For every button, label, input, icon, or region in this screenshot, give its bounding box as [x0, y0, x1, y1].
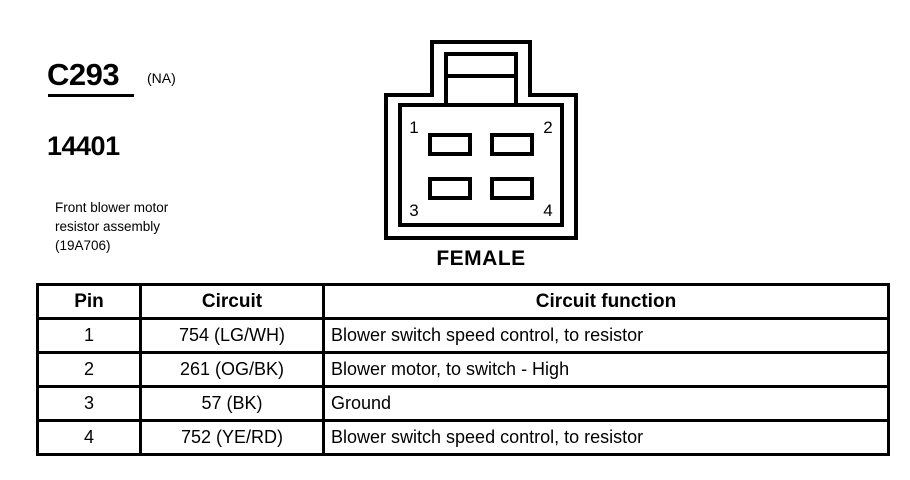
- table-header: Pin Circuit Circuit function: [36, 283, 890, 320]
- connector-availability-note: (NA): [147, 70, 176, 86]
- connector-id-row: C293 (NA): [47, 57, 347, 97]
- cell-circuit: 57 (BK): [139, 385, 325, 422]
- cell-pin: 1: [36, 317, 142, 354]
- cavity-2: [490, 133, 534, 156]
- connector-identification-block: C293 (NA) 14401 Front blower motor resis…: [47, 57, 347, 254]
- latch-lower-cell: [444, 74, 518, 107]
- connector-id: C293: [47, 57, 120, 92]
- part-number: 14401: [47, 131, 120, 161]
- table-row: 3 57 (BK) Ground: [36, 385, 890, 422]
- cell-pin: 3: [36, 385, 142, 422]
- table-row: 2 261 (OG/BK) Blower motor, to switch - …: [36, 351, 890, 388]
- header-pin: Pin: [36, 283, 142, 320]
- connector-id-underline: [48, 94, 134, 97]
- table-header-row: Pin Circuit Circuit function: [36, 283, 890, 320]
- cavity-label-3: 3: [409, 201, 418, 220]
- latch-upper-cell: [444, 52, 518, 78]
- component-description: Front blower motor resistor assembly (19…: [55, 198, 315, 255]
- cavity-4: [490, 177, 534, 200]
- cell-pin: 2: [36, 351, 142, 388]
- header-circuit: Circuit: [139, 283, 325, 320]
- cavity-label-2: 2: [543, 118, 552, 137]
- connector-body-box: [398, 103, 564, 227]
- cavity-label-4: 4: [543, 201, 552, 220]
- table-body: 1 754 (LG/WH) Blower switch speed contro…: [36, 317, 890, 456]
- connector-gender-label: FEMALE: [436, 247, 526, 270]
- cell-circuit: 752 (YE/RD): [139, 419, 325, 456]
- table-row: 4 752 (YE/RD) Blower switch speed contro…: [36, 419, 890, 456]
- description-line-1: Front blower motor: [55, 200, 169, 215]
- cell-circuit: 754 (LG/WH): [139, 317, 325, 354]
- cell-function: Blower switch speed control, to resistor: [322, 317, 890, 354]
- connector-face-diagram: 1 2 3 4: [384, 40, 578, 242]
- cell-circuit: 261 (OG/BK): [139, 351, 325, 388]
- cell-function: Blower switch speed control, to resistor: [322, 419, 890, 456]
- pin-assignment-table: Pin Circuit Circuit function 1 754 (LG/W…: [36, 283, 890, 456]
- cavity-label-1: 1: [409, 118, 418, 137]
- description-line-3: (19A706): [55, 238, 111, 253]
- cell-pin: 4: [36, 419, 142, 456]
- cavity-1: [428, 133, 472, 156]
- description-line-2: resistor assembly: [55, 219, 161, 234]
- table-row: 1 754 (LG/WH) Blower switch speed contro…: [36, 317, 890, 354]
- connector-svg: 1 2 3 4: [384, 40, 578, 240]
- cavity-3: [428, 177, 472, 200]
- header-circuit-function: Circuit function: [322, 283, 890, 320]
- cell-function: Blower motor, to switch - High: [322, 351, 890, 388]
- cell-function: Ground: [322, 385, 890, 422]
